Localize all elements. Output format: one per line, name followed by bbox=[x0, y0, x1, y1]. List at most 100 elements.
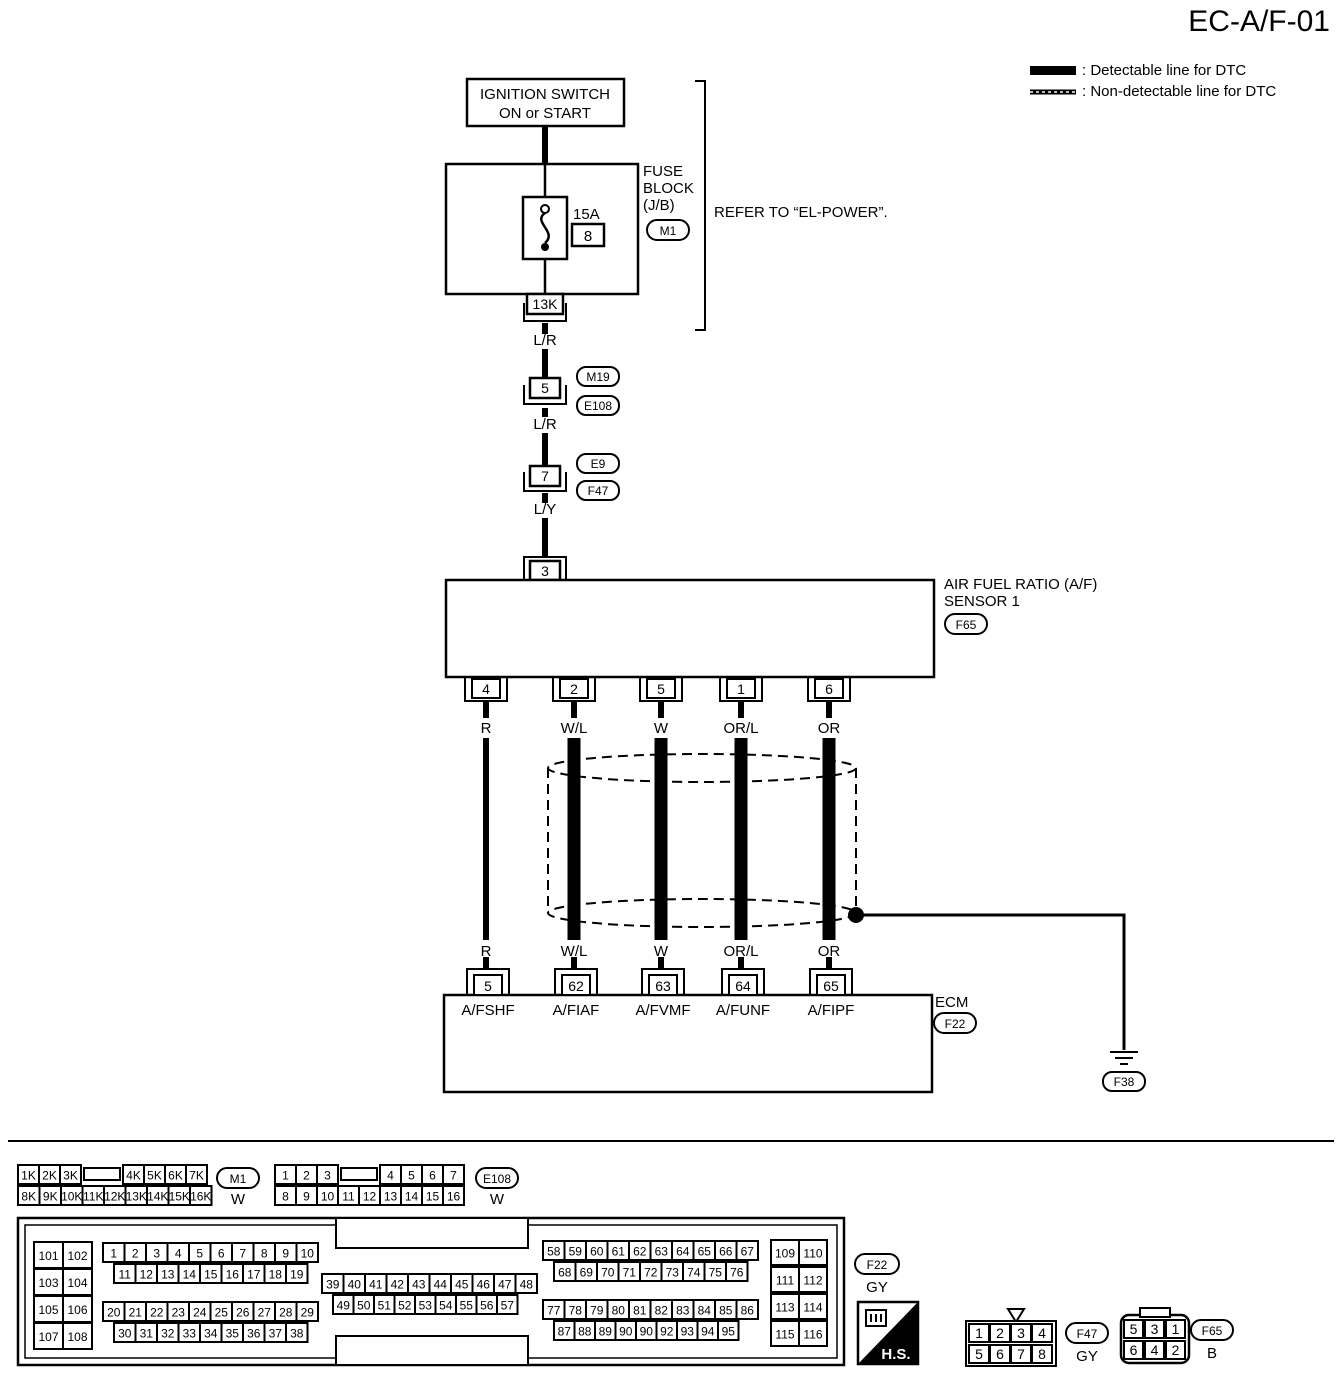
terminal-label: 84 bbox=[698, 1304, 712, 1318]
terminal-label: 2K bbox=[42, 1169, 57, 1183]
terminal-label: 6 bbox=[429, 1169, 436, 1183]
terminal-label: 65 bbox=[698, 1245, 712, 1259]
terminal-label: 49 bbox=[337, 1299, 351, 1313]
terminal-label: 3 bbox=[1151, 1321, 1159, 1337]
shield bbox=[547, 753, 857, 928]
terminal-label: 4K bbox=[126, 1169, 141, 1183]
terminal-label: 12K bbox=[104, 1190, 125, 1204]
ecm-signal: A/FUNF bbox=[716, 1002, 770, 1019]
refer-note: REFER TO “EL-POWER”. bbox=[714, 204, 888, 221]
hs-label: H.S. bbox=[881, 1346, 910, 1363]
terminal-label: 101 bbox=[38, 1249, 58, 1263]
svg-text:L/R: L/R bbox=[533, 332, 557, 349]
terminal-label: 42 bbox=[391, 1278, 405, 1292]
connector-code: F65 bbox=[1202, 1324, 1223, 1338]
svg-text:AIR FUEL RATIO (A/F): AIR FUEL RATIO (A/F) bbox=[944, 576, 1097, 593]
svg-text:E108: E108 bbox=[584, 399, 612, 413]
terminal-label: 112 bbox=[803, 1274, 822, 1288]
ecm-pin: R5A/FSHF bbox=[461, 943, 514, 1019]
connector-code: F22 bbox=[867, 1258, 888, 1272]
svg-text:IGNITION SWITCH: IGNITION SWITCH bbox=[480, 86, 610, 103]
terminal-label: 24 bbox=[193, 1306, 207, 1320]
terminal-label: 69 bbox=[580, 1266, 594, 1280]
terminal-label: 48 bbox=[520, 1278, 534, 1292]
terminal-label: 86 bbox=[741, 1304, 755, 1318]
terminal-label: 31 bbox=[140, 1327, 154, 1341]
ecm-pin-number: 62 bbox=[568, 978, 584, 994]
terminal-label: 34 bbox=[204, 1327, 218, 1341]
terminal-label: 10 bbox=[321, 1190, 335, 1204]
terminal-label: 45 bbox=[455, 1278, 469, 1292]
harness-wires bbox=[483, 701, 836, 970]
terminal-label: 10K bbox=[61, 1190, 82, 1204]
terminal-label: 4 bbox=[1038, 1325, 1046, 1341]
terminal-label: 3 bbox=[1017, 1325, 1025, 1341]
terminal-label: 63 bbox=[655, 1245, 669, 1259]
terminal-label: 13K bbox=[126, 1190, 147, 1204]
terminal-label: 44 bbox=[434, 1278, 448, 1292]
terminal-label: 2 bbox=[132, 1247, 139, 1261]
sensor-pin-number: 6 bbox=[825, 681, 833, 697]
terminal-label: 62 bbox=[633, 1245, 647, 1259]
terminal-label: 1 bbox=[110, 1247, 117, 1261]
sensor-pin-number: 2 bbox=[570, 681, 578, 697]
terminal-label: 111 bbox=[776, 1274, 795, 1288]
terminal-label: 68 bbox=[558, 1266, 572, 1280]
terminal-label: 73 bbox=[666, 1266, 680, 1280]
terminal-label: 60 bbox=[590, 1245, 604, 1259]
terminal-label: 106 bbox=[67, 1303, 87, 1317]
terminal-label: 38 bbox=[290, 1327, 304, 1341]
svg-text:E9: E9 bbox=[591, 457, 606, 471]
svg-text:BLOCK: BLOCK bbox=[643, 180, 694, 197]
sensor-pin-number: 4 bbox=[482, 681, 490, 697]
terminal-label: 50 bbox=[357, 1299, 371, 1313]
ecm-pin-number: 63 bbox=[655, 978, 671, 994]
terminal-label: 52 bbox=[398, 1299, 412, 1313]
terminal-label: 22 bbox=[150, 1306, 164, 1320]
sensor-wire-color: R bbox=[481, 720, 492, 737]
af-sensor: 3 AIR FUEL RATIO (A/F) SENSOR 1 F65 bbox=[444, 556, 1097, 679]
terminal-label: 67 bbox=[741, 1245, 755, 1259]
terminal-label: 78 bbox=[569, 1304, 583, 1318]
terminal-label: 87 bbox=[558, 1325, 572, 1339]
hs-badge: H.S. bbox=[856, 1300, 920, 1366]
svg-text:FUSE: FUSE bbox=[643, 163, 683, 180]
fuse-block-connector: M1 bbox=[660, 224, 677, 238]
fuse-number: 8 bbox=[584, 228, 592, 245]
terminal-label: 79 bbox=[590, 1304, 604, 1318]
terminal-label: 4 bbox=[175, 1247, 182, 1261]
terminal-label: 16 bbox=[226, 1268, 240, 1282]
ecm-wire-color: W/L bbox=[561, 943, 588, 960]
terminal-label: 107 bbox=[38, 1330, 58, 1344]
terminal-label: 56 bbox=[480, 1299, 494, 1313]
junction-e9-f47: 7 E9 F47 bbox=[523, 453, 620, 501]
terminal-label: 13 bbox=[384, 1190, 398, 1204]
terminal-label: 92 bbox=[660, 1325, 674, 1339]
terminal-label: 93 bbox=[681, 1325, 695, 1339]
terminal-label: 3K bbox=[63, 1169, 78, 1183]
terminal-label: 104 bbox=[67, 1276, 87, 1290]
terminal-label: 33 bbox=[183, 1327, 197, 1341]
terminal-label: 5 bbox=[196, 1247, 203, 1261]
terminal-label: 19 bbox=[290, 1268, 304, 1282]
connector-color: W bbox=[231, 1191, 246, 1208]
svg-text:SENSOR 1: SENSOR 1 bbox=[944, 593, 1020, 610]
sensor-wire-color: W bbox=[654, 720, 669, 737]
terminal-label: 12 bbox=[140, 1268, 154, 1282]
ecm-pins: R5A/FSHFW/L62A/FIAFW63A/FVMFOR/L64A/FUNF… bbox=[461, 943, 854, 1019]
terminal-label: 108 bbox=[67, 1330, 87, 1344]
ecm-pin-number: 5 bbox=[484, 978, 492, 994]
terminal-label: 25 bbox=[215, 1306, 229, 1320]
sensor-pin: 6OR bbox=[807, 677, 851, 737]
terminal-label: 8 bbox=[282, 1190, 289, 1204]
terminal-label: 32 bbox=[161, 1327, 175, 1341]
ground-connector: F38 bbox=[1114, 1075, 1135, 1089]
terminal-label: 1 bbox=[282, 1169, 289, 1183]
svg-text:ECM: ECM bbox=[935, 994, 968, 1011]
